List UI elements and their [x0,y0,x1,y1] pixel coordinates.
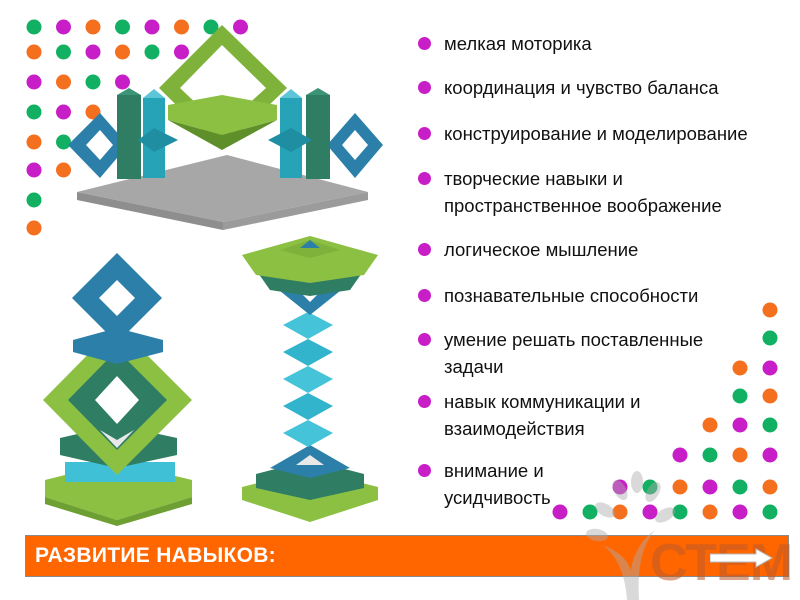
bullet-icon [418,333,431,346]
bipyramid-piece [283,312,333,339]
bullet-icon [418,395,431,408]
bipyramid-piece [283,420,333,447]
toy-scene-top [68,25,383,230]
list-item: познавательные способности [418,282,698,309]
list-item: конструирование и моделирование [418,120,748,147]
bipyramid-piece [283,393,333,420]
bullet-icon [418,289,431,302]
stem-logo: СТЕМ [575,460,800,600]
bullet-icon [418,81,431,94]
right-arrow-icon[interactable] [710,548,774,568]
toy-tower-left [43,253,192,526]
list-item: мелкая моторика [418,30,592,57]
bullet-icon [418,172,431,185]
tree-logo-icon [586,471,675,600]
logo-text: СТЕМ [650,534,793,592]
bullet-icon [418,464,431,477]
toy-tower-right [242,236,378,522]
section-title: РАЗВИТИЕ НАВЫКОВ: [35,544,276,567]
bipyramid-piece [283,339,333,366]
section-title-bar: РАЗВИТИЕ НАВЫКОВ: [25,535,789,577]
list-item: логическое мышление [418,236,638,263]
bullet-icon [418,37,431,50]
bipyramid-piece [283,366,333,393]
bullet-icon [418,127,431,140]
list-item: координация и чувство баланса [418,74,719,101]
bullet-icon [418,243,431,256]
